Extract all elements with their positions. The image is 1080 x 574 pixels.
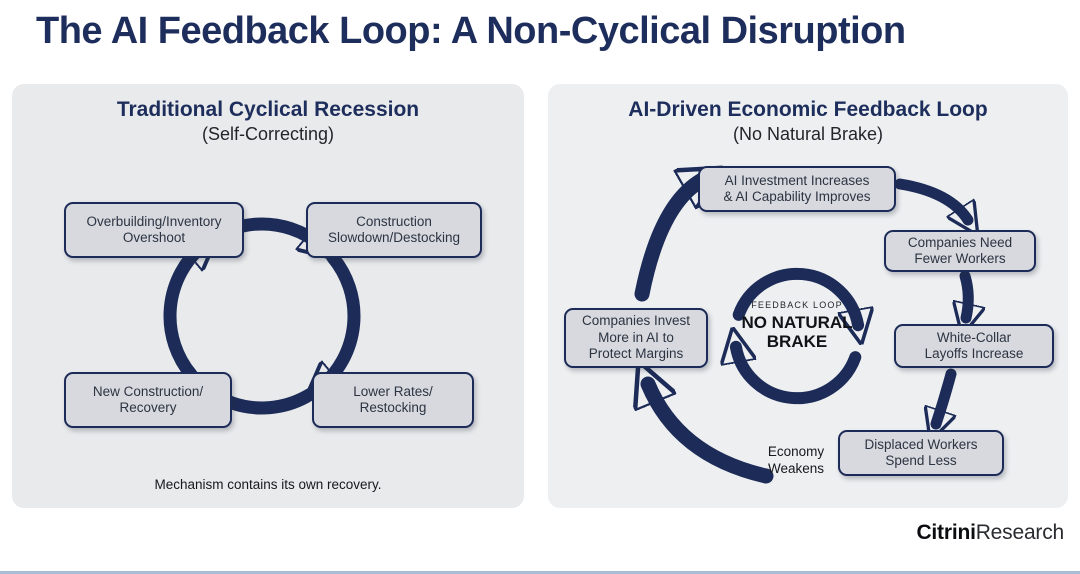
brand-logo: CitriniResearch [916,521,1064,545]
brand-light-text: Research [975,521,1064,544]
arrow-fewerworkers-to-layoffs [965,270,968,318]
right-panel-subtitle: (No Natural Brake) [732,124,884,144]
center-loop-label: FEEDBACK LOOP NO NATURAL BRAKE [726,300,868,351]
page-title: The AI Feedback Loop: A Non-Cyclical Dis… [36,10,906,52]
cycle-arrow-left [163,246,203,382]
left-panel-subtitle: (Self-Correcting) [201,124,335,144]
arrow-economy-to-invest [648,384,774,484]
box-displaced-workers-spend-less: Displaced Workers Spend Less [838,430,1004,476]
left-cycle-arrows [163,217,361,415]
box-white-collar-layoffs: White-Collar Layoffs Increase [894,324,1054,368]
economy-weakens-label: Economy Weakens [767,444,825,476]
arrow-aiinvestment-to-fewerworkers [894,178,968,220]
bottom-divider [0,571,1080,574]
right-panel: AI-Driven Economic Feedback Loop (No Nat… [548,84,1068,508]
box-lower-rates-restocking: Lower Rates/ Restocking [312,372,474,428]
right-flow-arrows [548,84,1068,484]
no-natural-brake-label: NO NATURAL BRAKE [741,313,853,352]
box-overbuilding-overshoot: Overbuilding/Inventory Overshoot [64,202,244,258]
box-ai-investment-increases: AI Investment Increases & AI Capability … [698,166,896,212]
arrow-layoffs-to-spendless [936,368,957,424]
brand-bold-text: Citrini [916,521,976,544]
arrow-invest-to-aiinvestment [634,180,702,302]
left-panel-caption: Mechanism contains its own recovery. [154,477,382,492]
box-construction-slowdown: Construction Slowdown/Destocking [306,202,482,258]
left-panel-title: Traditional Cyclical Recession [116,98,420,121]
center-loop-arc-top [732,267,858,325]
cycle-arrow-right [321,250,361,387]
box-companies-invest-in-ai: Companies Invest More in AI to Protect M… [564,308,708,368]
right-panel-title: AI-Driven Economic Feedback Loop [628,98,988,121]
feedback-loop-label: FEEDBACK LOOP [751,300,843,310]
box-companies-need-fewer-workers: Companies Need Fewer Workers [884,230,1036,272]
left-panel: Traditional Cyclical Recession (Self-Cor… [12,84,524,508]
box-new-construction-recovery: New Construction/ Recovery [64,372,232,428]
center-loop-arc-bottom [736,347,862,405]
